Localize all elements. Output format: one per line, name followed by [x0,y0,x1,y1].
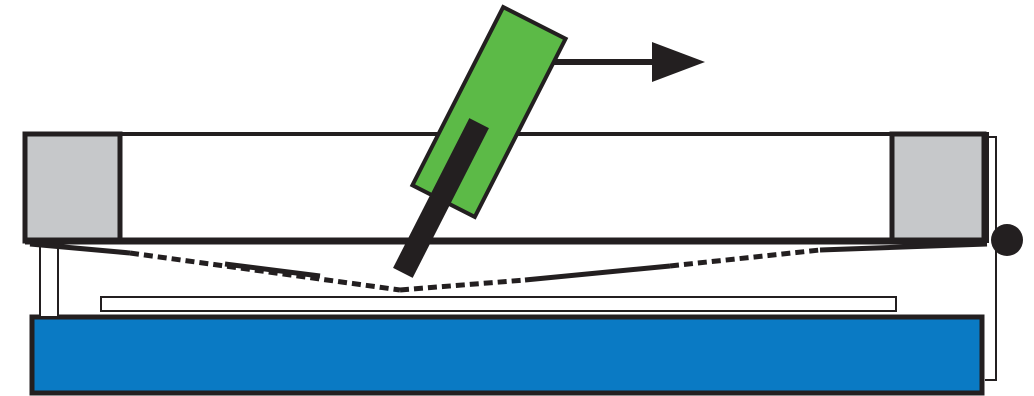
motion-arrow [547,42,705,82]
mesh-left [29,241,401,293]
mesh-right [399,241,988,293]
right-frame-block [889,131,987,244]
pivot-dot [991,224,1023,256]
left-frame-block [22,131,123,244]
squeegee-blade [393,118,489,278]
print-target [100,296,897,312]
snap-off-gap [985,136,997,381]
left-post [39,243,59,318]
substrate-plate [29,314,985,396]
